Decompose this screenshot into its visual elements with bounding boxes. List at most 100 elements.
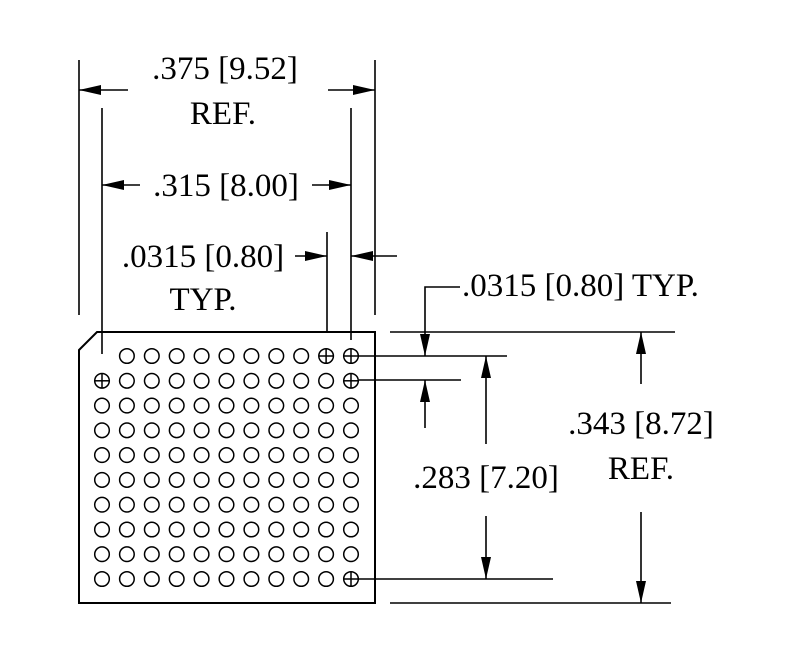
pitch-span-width-value: .315 [8.00] bbox=[153, 168, 299, 204]
solder-ball bbox=[243, 447, 260, 464]
arrowhead bbox=[305, 251, 327, 261]
solder-ball bbox=[168, 471, 185, 488]
solder-ball bbox=[168, 496, 185, 513]
pitch-x-note: TYP. bbox=[170, 282, 237, 318]
solder-ball bbox=[268, 496, 285, 513]
arrowhead bbox=[636, 332, 646, 354]
solder-ball bbox=[193, 447, 210, 464]
solder-ball bbox=[193, 372, 210, 389]
solder-ball bbox=[318, 521, 335, 538]
solder-ball bbox=[218, 521, 235, 538]
solder-ball bbox=[342, 471, 360, 488]
leader-line bbox=[424, 286, 460, 356]
arrowhead bbox=[420, 334, 430, 356]
solder-ball bbox=[118, 347, 135, 365]
solder-ball bbox=[193, 496, 210, 513]
solder-ball bbox=[318, 546, 335, 563]
solder-ball bbox=[268, 570, 285, 588]
ball-grid bbox=[93, 347, 360, 588]
solder-ball bbox=[93, 471, 111, 488]
solder-ball bbox=[143, 471, 160, 488]
solder-ball bbox=[143, 570, 160, 588]
solder-ball bbox=[243, 570, 260, 588]
solder-ball bbox=[118, 521, 135, 538]
solder-ball bbox=[318, 397, 335, 414]
solder-ball bbox=[293, 397, 310, 414]
arrowhead bbox=[329, 180, 351, 190]
solder-ball bbox=[193, 570, 210, 588]
solder-ball bbox=[243, 372, 260, 389]
solder-ball bbox=[143, 372, 160, 389]
solder-ball bbox=[168, 546, 185, 563]
solder-ball bbox=[318, 372, 335, 389]
solder-ball bbox=[243, 471, 260, 488]
arrowhead bbox=[351, 251, 373, 261]
arrowhead bbox=[79, 85, 101, 95]
solder-ball bbox=[93, 422, 111, 439]
pitch-span-height-value: .283 [7.20] bbox=[413, 460, 559, 496]
solder-ball bbox=[218, 447, 235, 464]
solder-ball bbox=[118, 570, 135, 588]
solder-ball bbox=[293, 372, 310, 389]
dimension-overall-height: .343 [8.72] REF. bbox=[390, 331, 714, 604]
solder-ball bbox=[143, 447, 160, 464]
dimension-pitch-y: .0315 [0.80] TYP. bbox=[359, 268, 699, 428]
solder-ball bbox=[318, 570, 335, 588]
dimension-pitch-span-width: .315 [8.00] bbox=[101, 108, 352, 354]
solder-ball bbox=[93, 397, 111, 414]
solder-ball bbox=[342, 422, 360, 439]
solder-ball bbox=[243, 496, 260, 513]
solder-ball bbox=[293, 447, 310, 464]
solder-ball bbox=[168, 372, 185, 389]
solder-ball bbox=[193, 471, 210, 488]
solder-ball bbox=[218, 422, 235, 439]
solder-ball bbox=[268, 447, 285, 464]
solder-ball bbox=[193, 422, 210, 439]
solder-ball bbox=[268, 372, 285, 389]
arrowhead bbox=[420, 380, 430, 402]
solder-ball bbox=[293, 570, 310, 588]
solder-ball bbox=[143, 422, 160, 439]
solder-ball bbox=[93, 546, 111, 563]
solder-ball bbox=[293, 347, 310, 365]
solder-ball bbox=[118, 546, 135, 563]
solder-ball bbox=[168, 447, 185, 464]
solder-ball bbox=[143, 521, 160, 538]
solder-ball bbox=[268, 471, 285, 488]
solder-ball bbox=[168, 570, 185, 588]
dimension-pitch-x: .0315 [0.80] TYP. bbox=[122, 232, 397, 332]
pitch-x-value: .0315 [0.80] bbox=[122, 239, 284, 275]
solder-ball bbox=[268, 546, 285, 563]
solder-ball bbox=[218, 570, 235, 588]
solder-ball bbox=[218, 471, 235, 488]
solder-ball bbox=[268, 347, 285, 365]
solder-ball bbox=[218, 546, 235, 563]
package-outline bbox=[78, 331, 376, 604]
solder-ball bbox=[118, 447, 135, 464]
solder-ball bbox=[118, 372, 135, 389]
solder-ball bbox=[218, 372, 235, 389]
solder-ball bbox=[293, 471, 310, 488]
solder-ball bbox=[318, 471, 335, 488]
solder-ball bbox=[342, 546, 360, 563]
solder-ball bbox=[318, 496, 335, 513]
solder-ball bbox=[118, 397, 135, 414]
solder-ball bbox=[268, 521, 285, 538]
solder-ball bbox=[293, 422, 310, 439]
solder-ball bbox=[168, 422, 185, 439]
solder-ball bbox=[293, 546, 310, 563]
arrowhead bbox=[481, 356, 491, 378]
solder-ball bbox=[93, 521, 111, 538]
arrowhead bbox=[353, 85, 375, 95]
solder-ball bbox=[293, 496, 310, 513]
pitch-y-value: .0315 [0.80] TYP. bbox=[462, 268, 699, 304]
dimension-pitch-span-height: .283 [7.20] bbox=[359, 356, 559, 580]
solder-ball bbox=[243, 546, 260, 563]
solder-ball bbox=[193, 546, 210, 563]
solder-ball bbox=[268, 422, 285, 439]
solder-ball bbox=[342, 447, 360, 464]
overall-height-value: .343 [8.72] bbox=[568, 406, 714, 442]
solder-ball bbox=[218, 347, 235, 365]
solder-ball bbox=[318, 447, 335, 464]
overall-width-value: .375 [9.52] bbox=[152, 51, 298, 87]
